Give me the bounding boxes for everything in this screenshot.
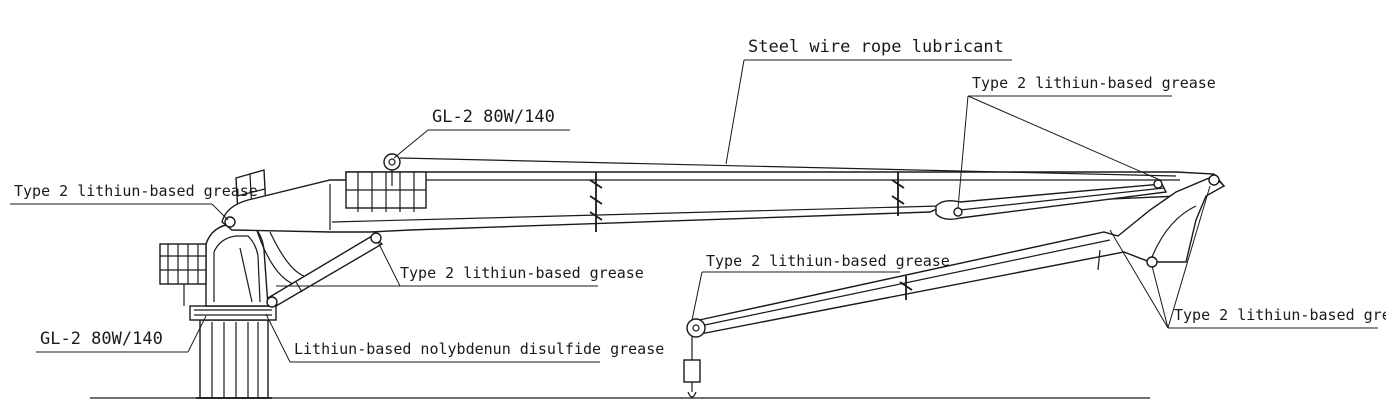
callout-gear-oil-base: GL-2 80W/140 — [36, 315, 207, 353]
label-gear-oil-base: GL-2 80W/140 — [40, 329, 163, 349]
slew-bearing — [189, 305, 277, 321]
callout-gear-oil-top: GL-2 80W/140 — [393, 107, 570, 159]
label-gear-oil-top: GL-2 80W/140 — [432, 107, 555, 127]
label-tip-grease: Type 2 lithiun-based grease — [972, 74, 1216, 92]
callout-tip-grease: Type 2 lithiun-based grease — [957, 74, 1216, 209]
label-luff-pin-grease: Type 2 lithiun-based grease — [400, 264, 644, 282]
callout-wire-rope: Steel wire rope lubricant — [725, 37, 1012, 165]
power-unit — [159, 243, 207, 306]
label-left-pin-grease: Type 2 lithiun-based grease — [14, 182, 258, 200]
hook-block — [683, 336, 701, 398]
boom-clamps — [589, 172, 905, 232]
callout-jib-grease: Type 2 lithiun-based grease — [691, 252, 950, 321]
folding-cylinder — [935, 179, 1168, 221]
wire-rope — [399, 157, 1177, 177]
callout-luff-pin-grease: Type 2 lithiun-based grease — [276, 241, 644, 287]
label-knuckle-grease: Type 2 lithiun-based grease — [1174, 306, 1386, 324]
jib-tip-sheave — [686, 318, 706, 338]
callout-left-pin-grease: Type 2 lithiun-based grease — [10, 182, 258, 221]
hoist-winch — [345, 153, 427, 212]
label-slew-bearing-grease: Lithiun-based nolybdenun disulfide greas… — [294, 340, 664, 358]
pedestal — [196, 319, 272, 399]
callout-knuckle-grease: Type 2 lithiun-based grease — [1109, 185, 1386, 329]
luffing-cylinder — [266, 232, 384, 308]
jib-clamp — [899, 276, 913, 300]
callout-slew-bearing-grease: Lithiun-based nolybdenun disulfide greas… — [265, 313, 664, 363]
label-jib-grease: Type 2 lithiun-based grease — [706, 252, 950, 270]
label-wire-rope: Steel wire rope lubricant — [748, 37, 1004, 57]
jib-boom — [688, 174, 1226, 335]
